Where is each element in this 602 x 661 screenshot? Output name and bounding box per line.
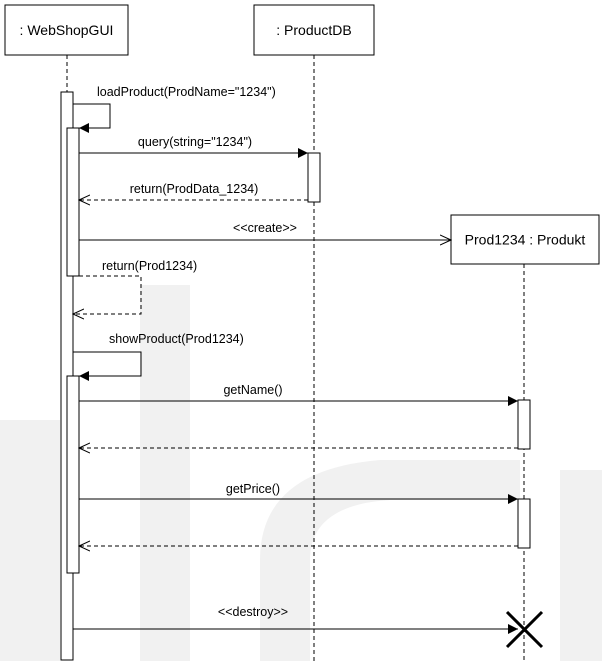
message-label-getprice: getPrice() <box>226 482 280 496</box>
message-label-loadproduct: loadProduct(ProdName="1234") <box>97 85 276 99</box>
activation-produkt-getprice <box>517 498 531 549</box>
message-label-query: query(string="1234") <box>138 135 252 149</box>
message-return-proddata: return(ProdData_1234) <box>79 182 308 200</box>
message-destroy: <<destroy>> <box>73 605 518 634</box>
message-showproduct: showProduct(Prod1234) <box>73 332 244 381</box>
activation-loadproduct <box>66 127 80 277</box>
message-label-getname: getName() <box>223 383 282 397</box>
message-getname: getName() <box>79 383 518 406</box>
message-getprice: getPrice() <box>79 482 518 504</box>
message-create: <<create>> <box>79 221 451 240</box>
activation-showproduct <box>66 375 80 574</box>
participant-produkt: Prod1234 : Produkt <box>450 214 600 265</box>
participant-label-webshopgui: : WebShopGUI <box>20 22 114 38</box>
background-watermark <box>0 285 602 661</box>
participant-webshopgui: : WebShopGUI <box>4 4 129 56</box>
message-label-return-prod: return(Prod1234) <box>102 259 197 273</box>
participant-label-produkt: Prod1234 : Produkt <box>465 232 586 248</box>
message-label-showproduct: showProduct(Prod1234) <box>109 332 244 346</box>
participant-label-productdb: : ProductDB <box>276 22 351 38</box>
activation-productdb-query <box>307 152 321 203</box>
message-label-return-proddata: return(ProdData_1234) <box>130 182 259 196</box>
destroy-x-icon <box>505 610 544 649</box>
message-return-prod: return(Prod1234) <box>73 259 197 314</box>
message-query: query(string="1234") <box>79 135 308 158</box>
activation-produkt-getname <box>517 399 531 450</box>
message-label-destroy: <<destroy>> <box>218 605 288 619</box>
message-loadproduct: loadProduct(ProdName="1234") <box>73 85 276 133</box>
participant-productdb: : ProductDB <box>253 4 375 56</box>
message-label-create: <<create>> <box>233 221 297 235</box>
